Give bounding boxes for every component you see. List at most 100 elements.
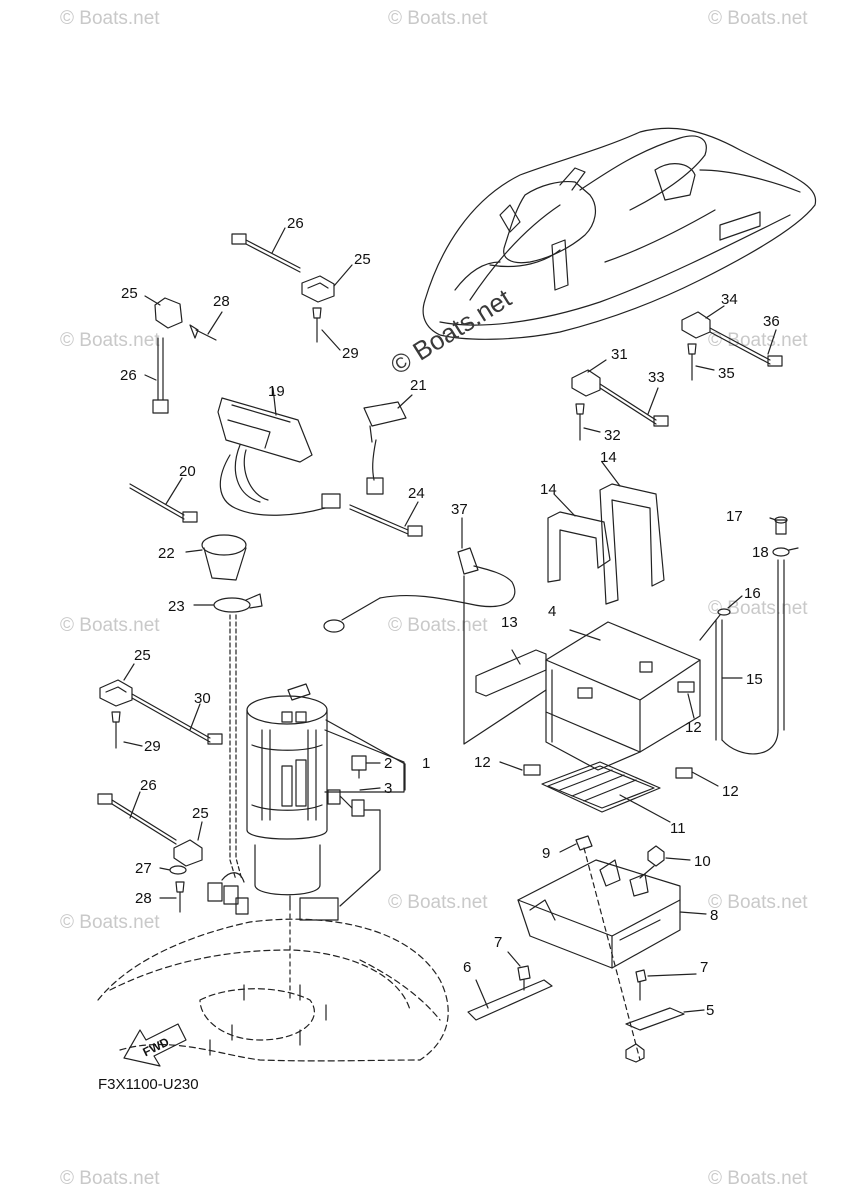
callout: 28 [135, 890, 152, 907]
watermark: © Boats.net [708, 892, 808, 913]
part-7-rivet [507, 951, 531, 991]
leader-line [463, 575, 547, 745]
callout: 12 [474, 754, 491, 771]
part-23-hose-clamp [193, 593, 263, 613]
leader-line [699, 614, 721, 641]
callout: 7 [494, 934, 502, 951]
watermark: © Boats.net [60, 1168, 160, 1189]
part-1-fuel-pump-module [246, 683, 406, 907]
part-28-pin-left [189, 311, 223, 341]
part-26-cable-tie-lower [97, 791, 177, 845]
callout: 15 [746, 671, 763, 688]
part-21-switch [363, 394, 413, 495]
callout: 25 [354, 251, 371, 268]
part-27-washer [159, 865, 187, 875]
callout: 23 [168, 598, 185, 615]
callout: 11 [670, 820, 686, 837]
part-6-bracket [467, 979, 553, 1021]
callout: 29 [342, 345, 359, 362]
part-34-clamp [681, 305, 725, 339]
part-4-battery [545, 621, 701, 771]
callout: 6 [463, 959, 471, 976]
callout: 12 [685, 719, 702, 736]
callout: 37 [451, 501, 468, 518]
callout: 7 [700, 959, 708, 976]
part-12-pad [677, 681, 695, 693]
callout: 29 [144, 738, 161, 755]
part-16-clip [717, 595, 743, 616]
part-17-vent-fitting [769, 516, 788, 535]
callout: 36 [763, 313, 780, 330]
part-12-pad [675, 767, 693, 779]
watermark: © Boats.net [388, 615, 488, 636]
watermark: © Boats.net [708, 8, 808, 29]
callout: 27 [135, 860, 152, 877]
diagram-code: F3X1100-U230 [98, 1076, 199, 1093]
callout: 5 [706, 1002, 714, 1019]
hull-studs [209, 984, 327, 1056]
callout: 19 [268, 383, 285, 400]
callout: 30 [194, 690, 211, 707]
part-35-pin [687, 343, 715, 381]
callout: 17 [726, 508, 743, 525]
callout: 31 [611, 346, 628, 363]
part-31-clamp [571, 359, 607, 397]
part-33-cable-tie [599, 383, 669, 427]
part-32-pin [575, 403, 601, 441]
part-8-battery-box [517, 859, 707, 969]
callout: 33 [648, 369, 665, 386]
wiring-connector [207, 872, 249, 915]
callout: 34 [721, 291, 738, 308]
part-37-sensor [323, 517, 516, 633]
wiring-path [235, 614, 243, 881]
callout: 25 [134, 647, 151, 664]
watermark: © Boats.net [388, 892, 488, 913]
watermark: © Boats.net [708, 1168, 808, 1189]
callout: 22 [158, 545, 175, 562]
watermark: © Boats.net [60, 330, 160, 351]
callout: 18 [752, 544, 769, 561]
part-7-rivet [635, 969, 697, 1001]
callout: 25 [192, 805, 209, 822]
fwd-arrow-icon [123, 1023, 187, 1067]
callout: 14 [540, 481, 557, 498]
part-36-cable-tie [709, 327, 783, 367]
callout: 4 [548, 603, 556, 620]
part-15-vent-hose [715, 559, 785, 755]
part-25-clamp-lower [173, 821, 203, 867]
part-22-grommet [185, 534, 247, 581]
part-25-clamp-left [144, 295, 183, 329]
callout: 20 [179, 463, 196, 480]
callout: 13 [501, 614, 518, 631]
watercraft-illustration [422, 127, 817, 340]
watermark: © Boats.net [388, 8, 488, 29]
callout: 14 [600, 449, 617, 466]
watermark: © Boats.net [60, 8, 160, 29]
part-12-pad [523, 764, 541, 776]
callout: 26 [120, 367, 137, 384]
callout: 9 [542, 845, 550, 862]
callout: 12 [722, 783, 739, 800]
part-26-cable-tie-vertical [144, 337, 169, 414]
part-9-bolt [559, 835, 641, 1061]
callout: 21 [410, 377, 427, 394]
part-2-connector [351, 755, 381, 779]
pump-connector-block [299, 897, 339, 921]
part-25-clamp [301, 264, 353, 303]
callout: 32 [604, 427, 621, 444]
callout: 28 [213, 293, 230, 310]
part-10-nut [639, 845, 691, 879]
watermark: © Boats.net [60, 912, 160, 933]
part-29-pin-mid [111, 711, 143, 749]
watermark: © Boats.net [60, 615, 160, 636]
callout: 8 [710, 907, 718, 924]
callout: 24 [408, 485, 425, 502]
callout: 16 [744, 585, 761, 602]
part-3-connector [327, 787, 381, 907]
part-20-cable-tie [129, 477, 198, 523]
callout: 10 [694, 853, 711, 870]
callout: 26 [140, 777, 157, 794]
part-19-bracket-harness [217, 387, 341, 516]
part-30-cable-tie [131, 693, 223, 745]
